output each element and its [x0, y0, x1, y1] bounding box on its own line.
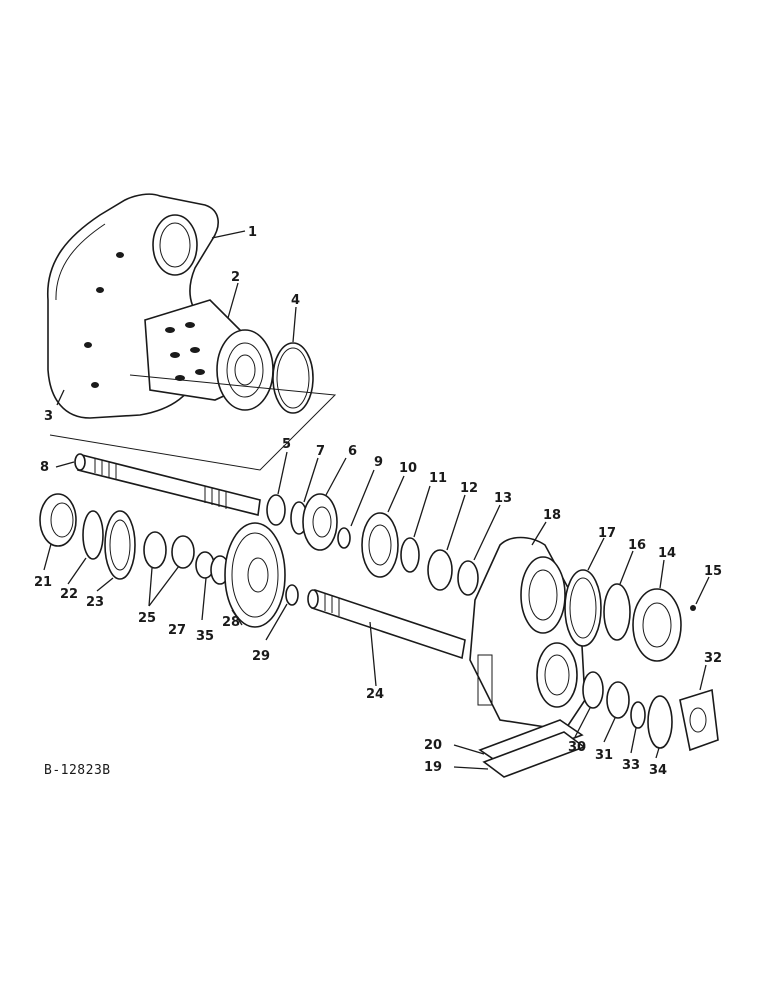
callout-12: 12	[460, 481, 478, 496]
callout-11: 11	[429, 471, 447, 486]
callout-14: 14	[658, 546, 676, 561]
callout-29: 29	[252, 649, 270, 664]
shim-33	[630, 701, 646, 729]
gaskets-19-20	[478, 719, 586, 778]
callout-23: 23	[86, 595, 104, 610]
callout-28: 28	[222, 615, 240, 630]
callout-34: 34	[649, 763, 667, 778]
callout-1: 1	[248, 225, 257, 240]
callout-35: 35	[196, 629, 214, 644]
drawing-code: B-12823B	[44, 763, 111, 778]
callout-18: 18	[543, 508, 561, 523]
washer-11	[400, 537, 420, 573]
callout-32: 32	[704, 651, 722, 666]
callout-27: 27	[168, 623, 186, 638]
carrier-6	[302, 493, 338, 551]
callout-8: 8	[40, 460, 49, 475]
callout-22: 22	[60, 587, 78, 602]
callout-20: 20	[424, 738, 442, 753]
callout-7: 7	[316, 444, 325, 459]
callout-6: 6	[348, 444, 357, 459]
callout-19: 19	[424, 760, 442, 775]
callout-31: 31	[595, 748, 613, 763]
callout-10: 10	[399, 461, 417, 476]
shaft-24	[307, 588, 466, 660]
snap-ring-29	[285, 584, 299, 606]
callout-15: 15	[704, 564, 722, 579]
bearing-cup-13	[457, 560, 479, 596]
callout-2: 2	[231, 270, 240, 285]
seal-21	[39, 493, 77, 547]
gasket-17	[564, 569, 602, 647]
callout-4: 4	[291, 293, 300, 308]
callout-33: 33	[622, 758, 640, 773]
shim-23	[104, 510, 136, 580]
o-ring-4	[272, 342, 314, 414]
gear-10	[361, 512, 399, 578]
cap-32	[679, 688, 719, 752]
callout-9: 9	[374, 455, 383, 470]
callout-16: 16	[628, 538, 646, 553]
callout-21: 21	[34, 575, 52, 590]
bearing-cup-25	[143, 531, 167, 569]
o-ring-34	[647, 695, 673, 749]
bolt-15	[690, 605, 696, 611]
snap-ring-9	[337, 527, 351, 549]
callout-3: 3	[44, 409, 53, 424]
final-drive-housing	[47, 193, 274, 419]
callout-5: 5	[282, 437, 291, 452]
callout-labels: 1 2 3 4 5 6 7 8 9 10 11 12 13 14 15 16 1…	[34, 225, 722, 778]
leader-lines	[43, 230, 710, 770]
callout-13: 13	[494, 491, 512, 506]
ring-5	[266, 494, 286, 526]
callout-17: 17	[598, 526, 616, 541]
o-ring-16	[603, 583, 631, 641]
bearing-cone-25	[171, 535, 195, 569]
bearing-cone-30	[582, 671, 604, 709]
shaft-8	[74, 453, 261, 516]
bearing-cone-12	[427, 549, 453, 591]
gear-case-18	[469, 536, 586, 731]
bearing-cup-31	[606, 681, 630, 719]
group-bracket-line	[49, 374, 337, 471]
callout-24: 24	[366, 687, 384, 702]
ring-22	[82, 510, 104, 560]
cover-14	[632, 588, 682, 662]
gear-28	[224, 522, 286, 628]
callout-25: 25	[138, 611, 156, 626]
callout-30: 30	[568, 740, 586, 755]
